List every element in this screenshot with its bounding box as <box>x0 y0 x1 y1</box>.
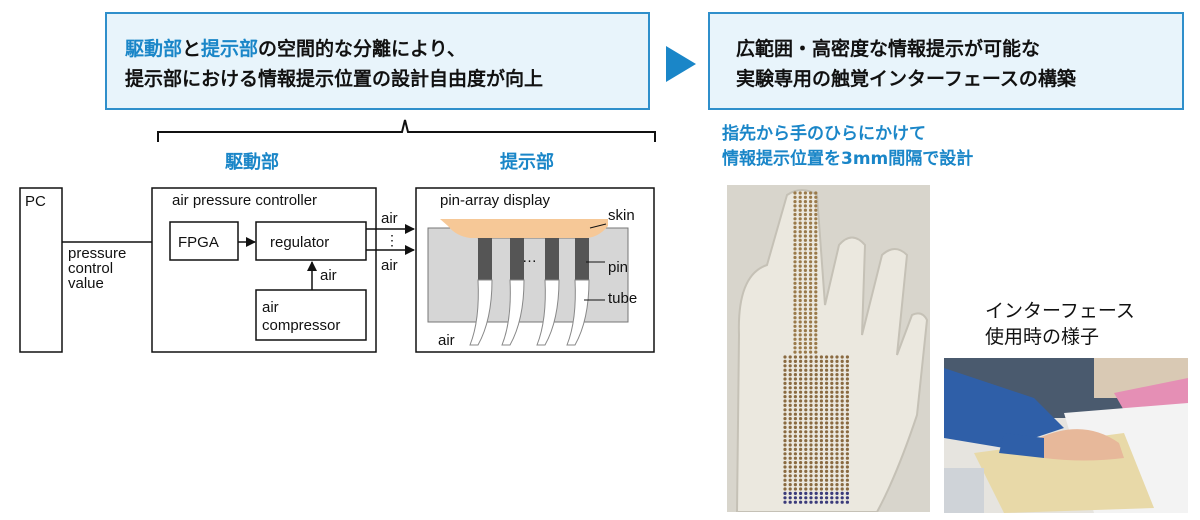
pin-dots-palm <box>783 355 849 504</box>
display-title: pin-array display <box>440 192 551 209</box>
air-output-label-1: air <box>381 210 398 227</box>
pc-box <box>19 187 63 353</box>
regulator-label: regulator <box>270 234 329 251</box>
interface-caption: インターフェース 使用時の様子 <box>985 298 1135 350</box>
skin-leader <box>589 223 607 229</box>
air-bottom-label: air <box>438 332 455 349</box>
highlight-display: 提示部 <box>201 38 259 60</box>
note-line2: 情報提示位置を3mm間隔で設計 <box>722 149 974 169</box>
right-arrow-icon <box>666 46 696 82</box>
pin-ellipsis: … <box>522 249 537 266</box>
pc-label: PC <box>25 193 46 210</box>
callout-left: 駆動部と提示部の空間的な分離により、 提示部における情報提示位置の設計自由度が向… <box>105 12 650 110</box>
air-output-ellipsis: ⋮ <box>385 232 399 248</box>
signal-label-3: value <box>68 275 104 292</box>
skin-label: skin <box>608 207 635 224</box>
compressor-label-1: air <box>262 299 279 316</box>
caption-line1: インターフェース <box>985 300 1135 322</box>
usage-photo <box>944 358 1188 513</box>
regulator-box <box>255 221 367 261</box>
display-section-label: 提示部 <box>500 152 554 173</box>
controller-title: air pressure controller <box>172 192 317 209</box>
callout-left-line1: 駆動部と提示部の空間的な分離により、 <box>125 34 648 64</box>
callout-left-line2: 提示部における情報提示位置の設計自由度が向上 <box>125 68 544 90</box>
caption-line2: 使用時の様子 <box>985 326 1100 348</box>
air-output-label-2: air <box>381 257 398 274</box>
grouping-brace <box>157 119 656 142</box>
callout-text: と <box>182 38 202 60</box>
callout-right-line2: 実験専用の触覚インターフェースの構築 <box>736 68 1076 90</box>
pin-array-photo <box>727 185 930 512</box>
signal-label-2: control <box>68 260 113 277</box>
compressor-label-2: compressor <box>262 317 340 334</box>
note-line1: 指先から手のひらにかけて <box>722 124 926 144</box>
highlight-drive: 駆動部 <box>125 38 183 60</box>
tube-group <box>469 279 590 346</box>
display-housing <box>427 227 629 323</box>
callout-right-line1: 広範囲・高密度な情報提示が可能な <box>736 38 1041 60</box>
system-block-diagram: PC pressure control value air pressure c… <box>19 119 656 353</box>
tube-label: tube <box>608 290 637 307</box>
fpga-label: FPGA <box>178 234 219 251</box>
callout-right: 広範囲・高密度な情報提示が可能な 実験専用の触覚インターフェースの構築 <box>708 12 1184 110</box>
fpga-box <box>169 221 239 261</box>
callout-text: の空間的な分離により、 <box>258 38 466 60</box>
air-inlet-label: air <box>320 267 337 284</box>
resolution-note: 指先から手のひらにかけて 情報提示位置を3mm間隔で設計 <box>722 122 973 172</box>
pin-dots-finger <box>793 191 818 354</box>
signal-label-1: pressure <box>68 245 126 262</box>
drive-section-label: 駆動部 <box>225 152 279 173</box>
skin-layer <box>440 219 608 238</box>
pin-label: pin <box>608 259 628 276</box>
pin-group <box>478 238 589 280</box>
compressor-box <box>255 289 367 341</box>
